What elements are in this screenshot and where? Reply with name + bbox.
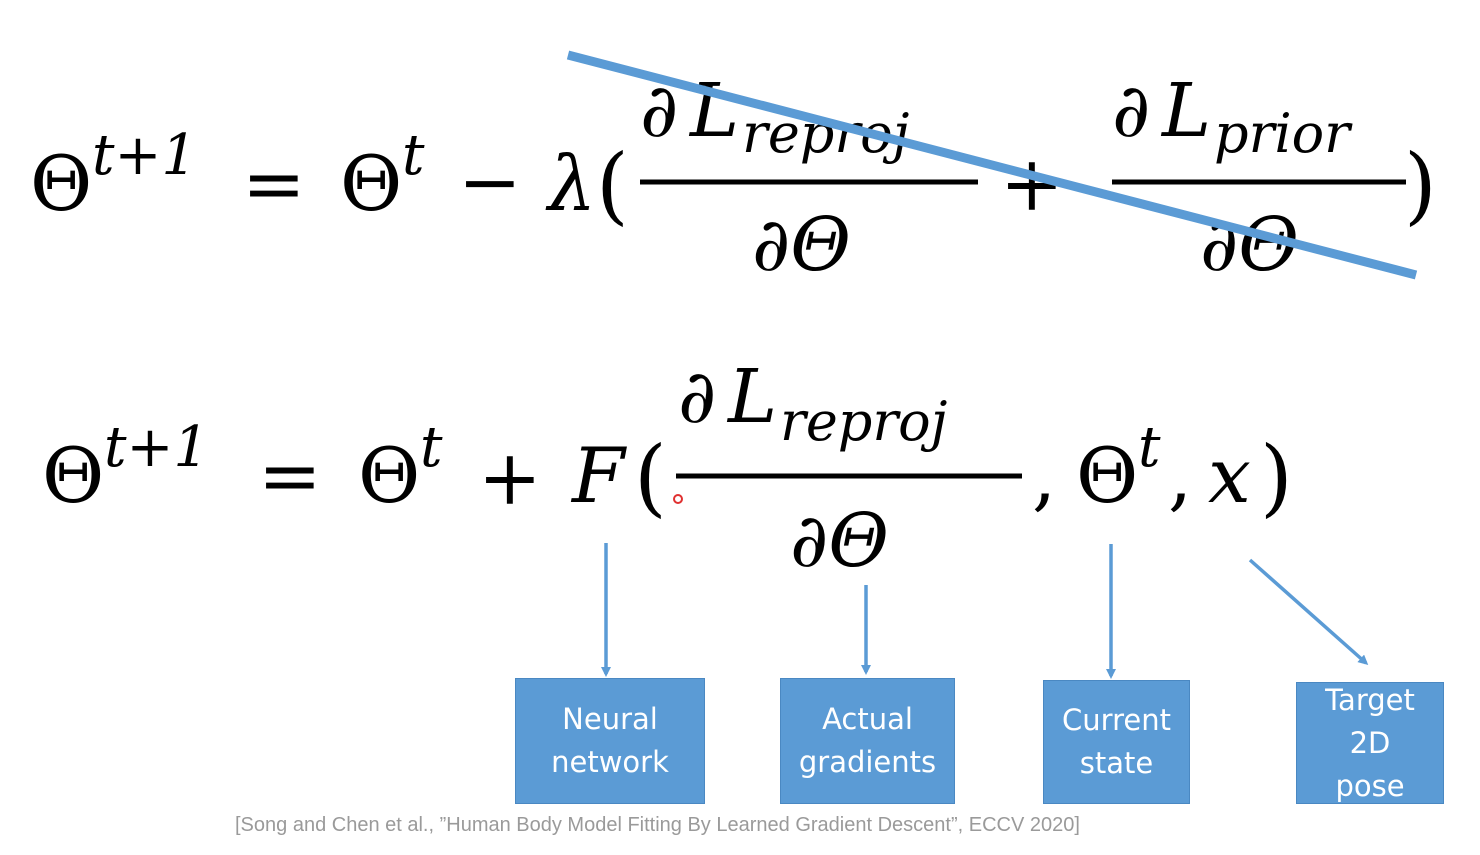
eq2-state-superscript: t [1138,415,1161,480]
eq1-rhs-theta: Θ [340,139,402,228]
eq2-x: x [1208,431,1251,520]
eq1-frac1-denominator: ∂Θ [752,202,851,288]
annotation-arrows [601,543,1369,679]
eq2-lhs-theta: Θ [42,431,104,520]
eq2-lhs-superscript: t+1 [104,415,209,480]
label-box-target-pose: Target 2D pose [1296,682,1444,804]
label-box-current-state: Current state [1043,680,1190,804]
label-target-pose-line-2: 2D [1349,725,1391,760]
eq2-plus: + [478,433,542,522]
equation-2: Θ t+1 = Θ t + F ( ∂ L reproj ∂Θ , Θ t , … [42,354,1293,584]
eq1-rhs-superscript: t [402,123,425,188]
eq1-lhs-superscript: t+1 [92,123,197,188]
eq2-open-paren: ( [634,428,667,526]
eq1-minus: − [458,137,522,226]
eq2-frac-L: L [726,354,777,440]
citation: [Song and Chen et al., ”Human Body Model… [235,814,1080,836]
strike-through-line [566,50,1418,280]
eq2-comma-2: , [1168,431,1192,520]
label-current-state-line-2: state [1079,746,1154,780]
eq1-frac2-partial: ∂ [1112,68,1150,154]
eq2-frac-partial: ∂ [678,354,716,440]
label-box-actual-gradients: Actual gradients [780,678,955,804]
equation-1: Θ t+1 = Θ t − λ ( ∂ L reproj ∂Θ + ∂ L pr… [30,68,1437,288]
label-current-state-line-1: Current [1062,703,1171,737]
arrow-target-pose [1248,558,1369,665]
label-target-pose-line-1: Target [1325,682,1415,717]
eq2-frac-subscript: reproj [780,390,947,453]
label-neural-network-line-2: network [551,745,669,779]
eq2-state-theta: Θ [1076,431,1138,520]
eq1-open-paren: ( [596,136,629,234]
eq1-close-paren: ) [1404,136,1437,234]
eq1-lhs-theta: Θ [30,139,92,228]
label-box-neural-network: Neural network [515,678,705,804]
eq2-rhs-superscript: t [420,415,443,480]
eq1-frac2-L: L [1160,68,1211,154]
eq1-equals: = [242,139,306,228]
eq2-frac-denominator: ∂Θ [790,498,889,584]
label-target-pose-line-3: pose [1335,768,1405,803]
label-neural-network-line-1: Neural [562,702,658,736]
eq2-comma-1: , [1032,431,1056,520]
label-actual-gradients-line-2: gradients [798,745,937,779]
eq1-frac2-subscript: prior [1214,102,1353,165]
eq2-equals: = [258,431,322,520]
eq2-function-F: F [570,431,627,520]
eq1-frac1-L: L [688,68,739,154]
pointer-dot [673,494,683,504]
eq2-close-paren: ) [1260,428,1293,526]
eq1-lambda: λ [545,139,596,228]
label-actual-gradients-line-1: Actual [822,702,913,736]
eq2-rhs-theta: Θ [358,431,420,520]
